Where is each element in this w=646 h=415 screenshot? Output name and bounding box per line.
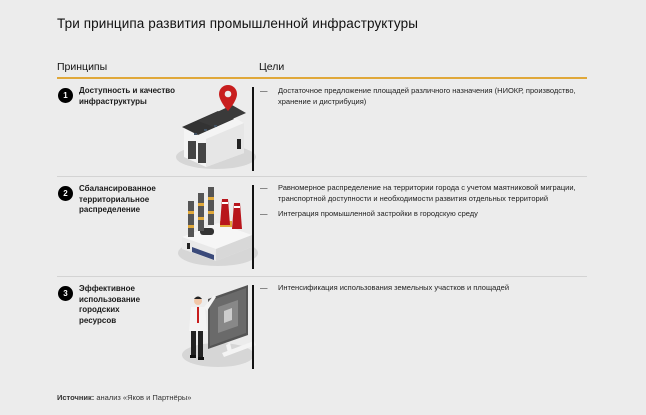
dash-marker: — xyxy=(260,86,268,95)
number-badge: 1 xyxy=(58,88,73,103)
dash-marker: — xyxy=(260,209,268,218)
number-badge: 3 xyxy=(58,286,73,301)
goal-item: — Достаточное предложение площадей разли… xyxy=(258,86,588,107)
source-label: Источник: xyxy=(57,393,95,402)
principle-label: Эффективное использование городских ресу… xyxy=(79,284,141,325)
goals-list: — Интенсификация использования земельных… xyxy=(258,283,588,299)
number-badge: 2 xyxy=(58,186,73,201)
vertical-divider xyxy=(252,285,254,369)
man-at-computer-icon xyxy=(174,281,259,369)
goals-list: — Достаточное предложение площадей разли… xyxy=(258,86,588,112)
principle-row-3: 3 Эффективное использование городских ре… xyxy=(57,277,587,369)
goal-text: Интенсификация использования земельных у… xyxy=(278,283,510,292)
goal-item: — Интенсификация использования земельных… xyxy=(258,283,588,294)
principle-label: Сбалансированное территориальное распред… xyxy=(79,184,156,214)
source-note: Источник: анализ «Яков и Партнёры» xyxy=(57,393,191,402)
row-divider xyxy=(57,176,587,177)
principle-row-2: 2 Сбалансированное территориальное распр… xyxy=(57,177,587,271)
principle-label: Доступность и качество инфраструктуры xyxy=(79,86,175,106)
goal-text: Достаточное предложение площадей различн… xyxy=(278,86,576,106)
goal-item: — Интеграция промышленной застройки в го… xyxy=(258,209,588,220)
source-text: анализ «Яков и Партнёры» xyxy=(94,393,192,402)
goal-text: Равномерное распределение на территории … xyxy=(278,183,576,203)
column-header-goals: Цели xyxy=(259,61,285,73)
warehouse-with-map-pin-icon xyxy=(174,81,259,173)
dash-marker: — xyxy=(260,283,268,292)
vertical-divider xyxy=(252,185,254,269)
goal-text: Интеграция промышленной застройки в горо… xyxy=(278,209,478,218)
factory-with-chimneys-icon xyxy=(174,181,259,269)
page-title: Три принципа развития промышленной инфра… xyxy=(57,16,418,31)
row-divider xyxy=(57,276,587,277)
goal-item: — Равномерное распределение на территори… xyxy=(258,183,588,204)
goals-list: — Равномерное распределение на территори… xyxy=(258,183,588,225)
header-divider xyxy=(57,77,587,79)
column-header-principles: Принципы xyxy=(57,61,108,73)
dash-marker: — xyxy=(260,183,268,192)
principle-row-1: 1 Доступность и качество инфраструктуры … xyxy=(57,79,587,175)
vertical-divider xyxy=(252,87,254,171)
